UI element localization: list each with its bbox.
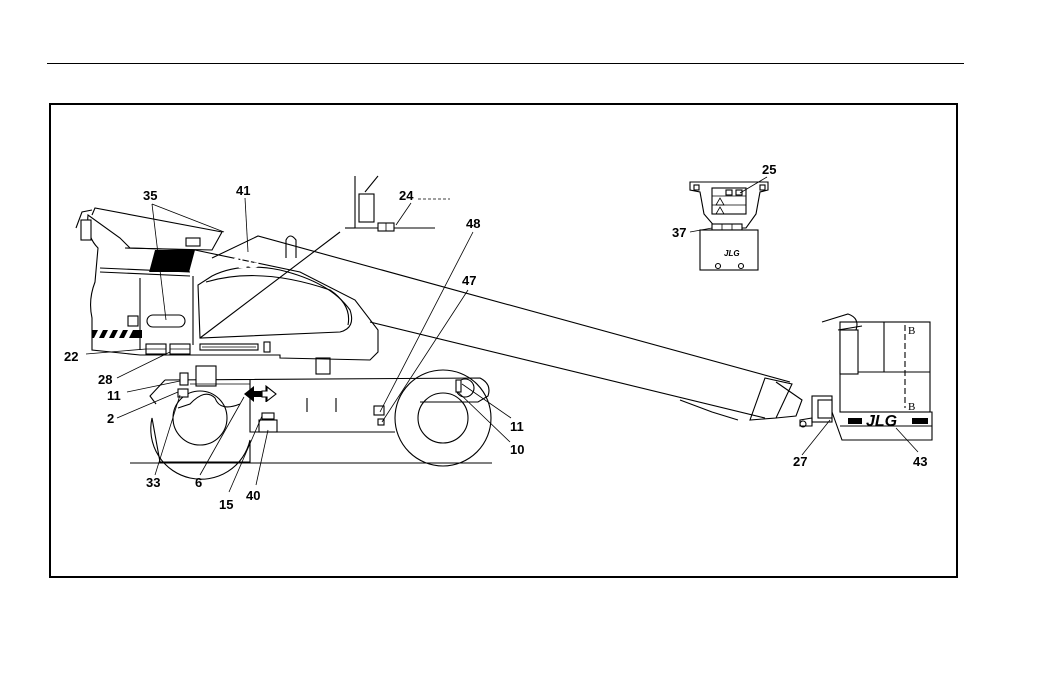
callout-48: 48 bbox=[466, 216, 480, 231]
chassis-frame bbox=[150, 358, 489, 432]
svg-text:JLG: JLG bbox=[724, 249, 740, 258]
callout-6: 6 bbox=[195, 475, 202, 490]
callout-10: 10 bbox=[510, 442, 524, 457]
callout-41: 41 bbox=[236, 183, 250, 198]
direction-arrow-decal bbox=[244, 386, 276, 402]
jlg-logo-cover bbox=[149, 250, 195, 272]
callout-33: 33 bbox=[146, 475, 160, 490]
callout-35: 35 bbox=[143, 188, 157, 203]
platform-letter-top: B bbox=[908, 325, 915, 337]
callout-22: 22 bbox=[64, 349, 78, 364]
jlg-logo-platform: JLG bbox=[866, 413, 897, 430]
callout-28: 28 bbox=[98, 372, 112, 387]
callout-24: 24 bbox=[399, 188, 414, 203]
control-box-detail: JLG bbox=[690, 182, 768, 270]
leader-lines bbox=[86, 177, 918, 492]
callout-43: 43 bbox=[913, 454, 927, 469]
svg-text:JLG: JLG bbox=[230, 255, 260, 272]
turntable-engine-cover: JLG bbox=[76, 208, 378, 360]
callout-11-right: 11 bbox=[510, 419, 524, 434]
callout-27: 27 bbox=[793, 454, 807, 469]
rear-wheel bbox=[395, 370, 491, 466]
front-wheel bbox=[151, 391, 250, 479]
callout-11-left: 11 bbox=[107, 388, 121, 403]
callout-47: 47 bbox=[462, 273, 476, 288]
platform-basket: JLG B B bbox=[800, 314, 932, 440]
callout-15: 15 bbox=[219, 497, 233, 512]
callout-2: 2 bbox=[107, 411, 114, 426]
platform-letter-bottom: B bbox=[908, 401, 915, 413]
svg-text:JLG: JLG bbox=[866, 413, 897, 430]
callout-37: 37 bbox=[672, 225, 686, 240]
callout-25: 25 bbox=[762, 162, 776, 177]
callout-40: 40 bbox=[246, 488, 260, 503]
